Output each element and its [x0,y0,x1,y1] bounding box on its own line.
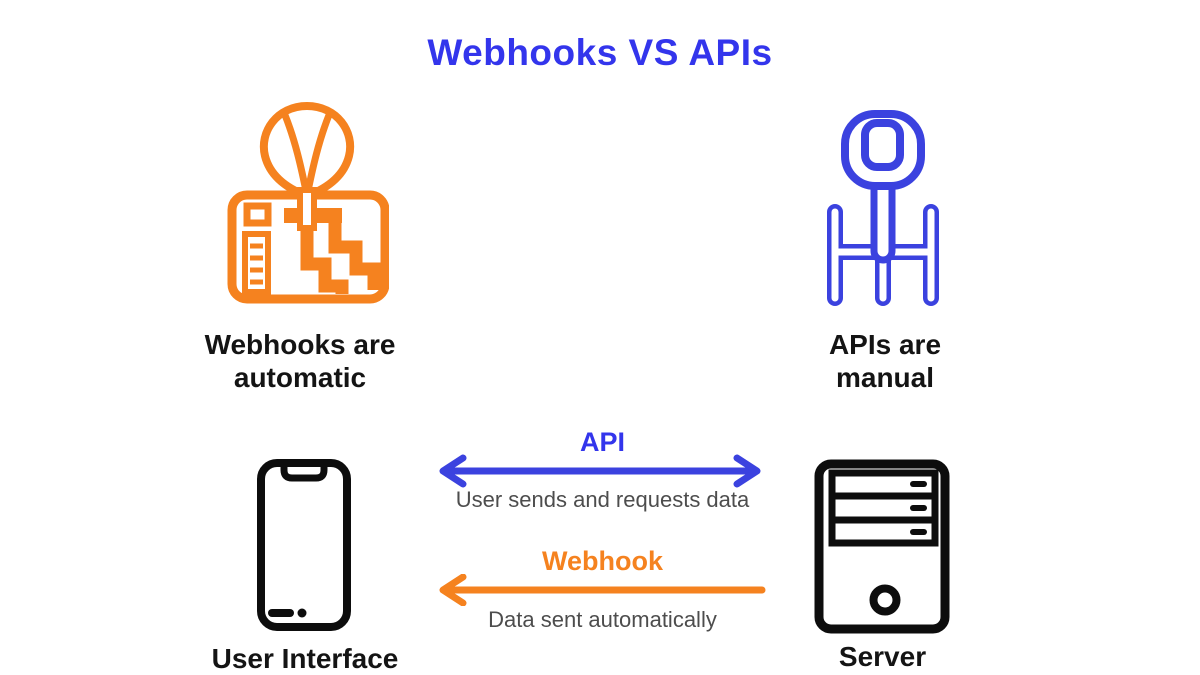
server-label: Server [838,641,927,672]
webhook-arrow-label: Webhook [542,546,663,576]
manual-gear-shifter-icon [812,104,952,319]
api-arrow-description: User sends and requests data [455,487,750,512]
webhook-left-arrow [439,574,766,606]
server-tower-icon [814,458,950,643]
smartphone-svg [257,459,351,631]
automatic-gear-shifter-icon [225,96,390,311]
page-title: Webhooks VS APIs [427,32,773,73]
api-bidirectional-arrow [439,454,761,488]
apis-caption: APIs are manual [828,329,942,393]
automatic-gear-shifter-svg [227,101,390,304]
server-tower-svg [814,459,950,634]
smartphone-icon [256,458,352,637]
api-arrow-label: API [579,427,625,457]
manual-gear-shifter-svg [827,110,939,306]
webhooks-caption: Webhooks are automatic [204,329,396,393]
webhook-arrow-description: Data sent automatically [488,607,717,632]
user-interface-label: User Interface [211,643,399,674]
